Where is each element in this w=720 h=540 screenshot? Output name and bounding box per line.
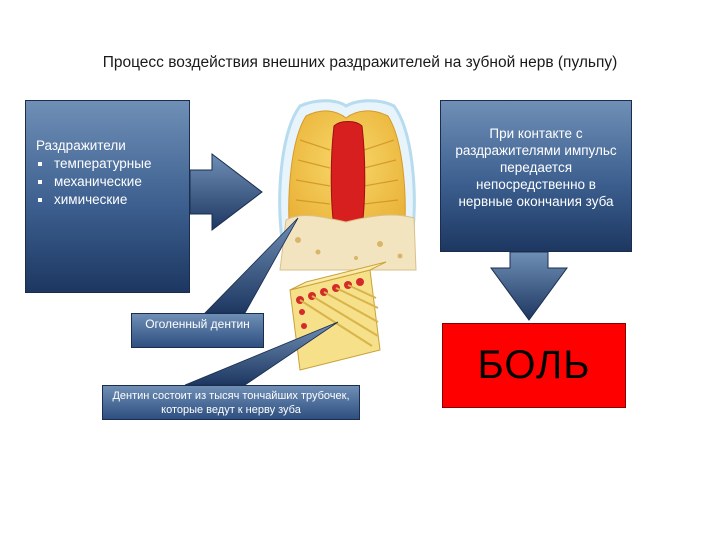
pain-box: БОЛЬ xyxy=(442,323,626,408)
tooth-illustration xyxy=(278,99,417,271)
page-title: Процесс воздействия внешних раздражителе… xyxy=(102,54,618,71)
pain-arrow xyxy=(490,251,568,321)
irritant-item: температурные xyxy=(36,155,189,173)
pulp xyxy=(330,121,366,241)
irritants-arrow xyxy=(189,152,263,232)
dentin-tubules-illustration xyxy=(289,261,387,371)
dentin-tubules-label: Дентин состоит из тысяч тончайших трубоч… xyxy=(102,385,360,420)
exposed-dentin-label: Оголенный дентин xyxy=(131,313,264,348)
irritants-list: температурные механические химические xyxy=(36,155,189,209)
irritant-item: химические xyxy=(36,191,189,209)
irritants-box: Раздражители температурные механические … xyxy=(25,100,190,293)
irritants-heading: Раздражители xyxy=(36,138,126,153)
contact-impulse-box: При контакте с раздражителями импульс пе… xyxy=(440,100,632,252)
irritant-item: механические xyxy=(36,173,189,191)
